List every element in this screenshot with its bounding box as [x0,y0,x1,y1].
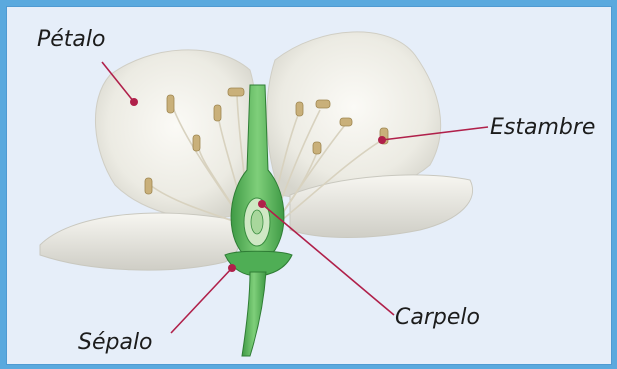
petal-back-right [267,32,441,199]
leader-line-sepal [171,268,232,333]
petal-lower-left [40,213,240,270]
dot-sepal [228,264,236,272]
label-sepal: Sépalo [78,330,153,355]
label-carpel: Carpelo [395,305,480,330]
label-petal: Pétalo [37,27,105,52]
dot-carpel [258,200,266,208]
dot-petal [130,98,138,106]
diagram-panel: Pétalo Estambre Carpelo Sépalo [6,6,612,365]
dot-stamen [378,136,386,144]
ovule [251,210,263,234]
label-stamen: Estambre [490,115,595,140]
stalk [242,272,266,356]
petal-back-left [95,50,255,219]
flower-diagram: Pétalo Estambre Carpelo Sépalo [6,6,612,365]
